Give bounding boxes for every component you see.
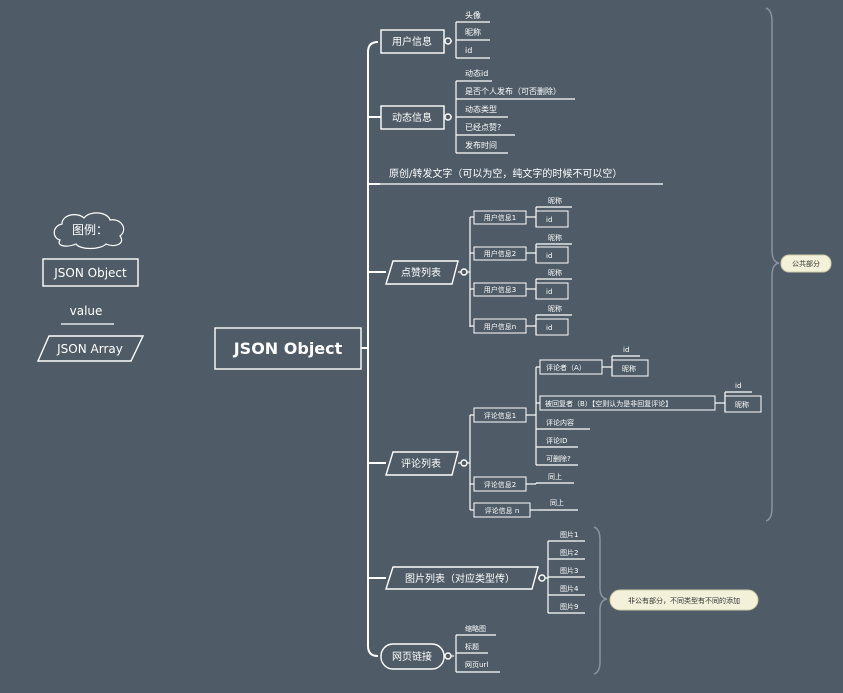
web-link-thumbnail: 缩略图 (465, 624, 486, 633)
dynamic-time: 发布时间 (465, 140, 497, 150)
like-item-label: 用户信息1 (484, 213, 516, 222)
like-item-nickname: 昵称 (548, 268, 562, 277)
replied-nickname: 昵称 (735, 400, 749, 409)
user-info-branch: 用户信息 头像 昵称 id (380, 10, 490, 59)
web-link-url: 网页url (465, 661, 488, 669)
like-list-label: 点赞列表 (401, 266, 441, 279)
dynamic-personal: 是否个人发布（可否删除） (465, 86, 561, 96)
comment-item-n-label: 评论信息 n (485, 506, 520, 515)
comment-list-label: 评论列表 (401, 457, 441, 470)
like-item: 用户信息3 昵称 id (470, 268, 572, 300)
user-info-nickname: 昵称 (465, 27, 481, 37)
public-note (780, 254, 832, 273)
comment-content: 评论内容 (546, 418, 574, 427)
root-node-label: JSON Object (233, 339, 343, 358)
original-text-label: 原创/转发文字（可以为空，纯文字的时候不可以空） (389, 167, 622, 180)
like-item-nickname: 昵称 (548, 196, 562, 205)
like-item-id: id (546, 324, 552, 332)
comment-list-toggle[interactable] (460, 459, 468, 467)
comment-id: 评论ID (546, 436, 567, 445)
comment-item-2-value: 同上 (548, 472, 562, 481)
user-info-avatar: 头像 (465, 10, 481, 20)
comment-list-node[interactable] (385, 451, 459, 476)
comment-item-1-label: 评论信息1 (484, 411, 516, 420)
like-item-label: 用户信息2 (484, 249, 516, 258)
like-item-id-box[interactable] (535, 246, 569, 264)
web-link-toggle[interactable] (444, 652, 452, 660)
like-list-branch: 点赞列表 用户信息1 昵称 id 用户信息2 昵称 id (385, 196, 572, 336)
commenter-label: 评论者（A） (546, 363, 586, 372)
comment-item-2-label: 评论信息2 (484, 480, 516, 489)
like-item-id: id (546, 216, 552, 224)
like-item-id-box[interactable] (535, 318, 569, 336)
public-brace (765, 7, 780, 522)
image-list-branch: 图片列表（对应类型传） 图片1 图片2 图片3 图片4 图片9 (385, 530, 585, 614)
legend: 图例： JSON Object value JSON Array (36, 212, 145, 362)
non-public-note-label: 非公有部分，不同类型有不同的添加 (628, 596, 740, 605)
like-item-id-box[interactable] (535, 282, 569, 300)
image-list-label: 图片列表（对应类型传） (405, 572, 515, 585)
like-list-node[interactable] (385, 260, 459, 285)
comment-item-n-value: 同上 (550, 498, 564, 507)
image-item-3: 图片3 (560, 566, 578, 575)
dynamic-liked: 已经点赞? (465, 122, 501, 132)
comment-list-branch: 评论列表 评论信息1 评论者（A） id 昵称 被回复者（B）【空则认为是非回复… (385, 346, 762, 518)
dynamic-info-label: 动态信息 (392, 111, 432, 124)
legend-value-label: value (70, 304, 103, 318)
comment-deletable: 可删除? (546, 454, 571, 463)
commenter-nickname: 昵称 (622, 364, 636, 373)
user-info-id: id (465, 46, 472, 55)
web-link-branch: 网页链接 缩略图 标题 网页url (380, 624, 500, 673)
image-item-9: 图片9 (560, 602, 578, 611)
dynamic-info-toggle[interactable] (444, 113, 452, 121)
commenter-id: id (623, 346, 629, 354)
like-item: 用户信息2 昵称 id (470, 233, 572, 264)
web-link-label: 网页链接 (392, 650, 432, 663)
image-item-2: 图片2 (560, 548, 578, 557)
like-item-nickname: 昵称 (548, 233, 562, 242)
web-link-title: 标题 (465, 642, 479, 651)
like-item-id: id (546, 288, 552, 296)
legend-cloud (53, 212, 125, 250)
legend-object-label: JSON Object (53, 266, 127, 280)
dynamic-info-branch: 动态信息 动态id 是否个人发布（可否删除） 动态类型 已经点赞? 发布时间 (380, 68, 575, 154)
replied-label: 被回复者（B）【空则认为是非回复评论】 (545, 399, 672, 408)
like-item: 用户信息1 昵称 id (470, 196, 572, 228)
like-item-id: id (546, 252, 552, 260)
dynamic-id: 动态id (465, 68, 488, 78)
like-item: 用户信息n 昵称 id (470, 304, 572, 336)
legend-object-box (42, 258, 139, 287)
legend-array-label: JSON Array (56, 342, 123, 356)
public-note-label: 公共部分 (792, 259, 820, 268)
non-public-note (609, 589, 759, 611)
replied-id: id (735, 382, 741, 390)
replied-nickname-box[interactable] (724, 395, 762, 413)
user-info-toggle[interactable] (444, 37, 452, 45)
like-item-label: 用户信息3 (484, 285, 516, 294)
image-item-4: 图片4 (560, 584, 579, 593)
image-list-toggle[interactable] (538, 574, 546, 582)
like-item-nickname: 昵称 (548, 304, 562, 313)
like-item-label: 用户信息n (484, 322, 516, 331)
original-text-branch: 原创/转发文字（可以为空，纯文字的时候不可以空） (380, 167, 663, 185)
like-list-toggle[interactable] (460, 268, 468, 276)
user-info-label: 用户信息 (392, 35, 432, 48)
dynamic-type: 动态类型 (465, 104, 497, 114)
image-list-node[interactable] (385, 566, 539, 590)
like-item-id-box[interactable] (535, 210, 569, 228)
legend-title: 图例： (72, 223, 108, 237)
legend-array-box (36, 335, 145, 362)
image-item-1: 图片1 (560, 530, 578, 539)
commenter-nickname-box[interactable] (611, 359, 649, 377)
non-public-brace (593, 526, 608, 675)
trunk-line (367, 41, 379, 657)
